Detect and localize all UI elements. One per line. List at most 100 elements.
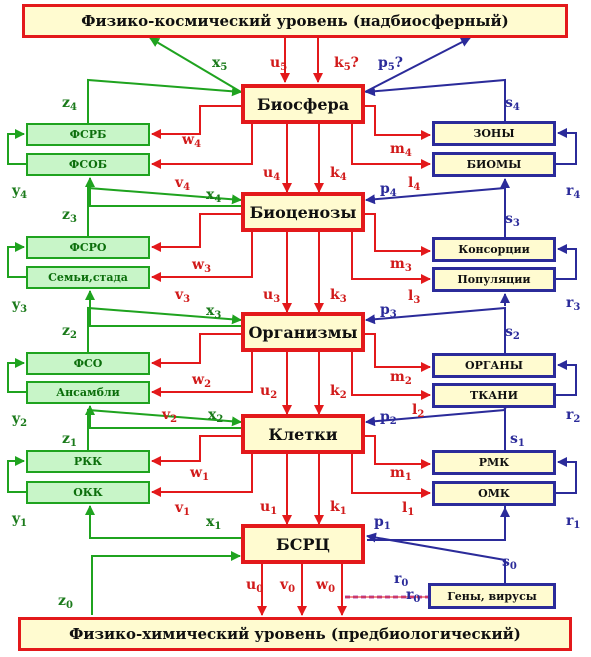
label-z2-symbol: z: [62, 323, 70, 339]
connector-31: [85, 405, 241, 429]
label-w4-symbol: w: [182, 132, 195, 148]
label-r1-symbol: r: [566, 513, 574, 529]
connector-27: [365, 333, 431, 372]
label-x2: x2: [208, 408, 223, 425]
left-box-fsro: ФСРО: [26, 236, 150, 259]
label-s1: s1: [510, 432, 525, 449]
label-v3: v3: [175, 288, 190, 305]
connector-48: [556, 457, 577, 494]
label-s2-symbol: s: [505, 324, 513, 340]
connector-32: [87, 306, 242, 352]
label-w1-index: 1: [202, 472, 210, 483]
left-box-okk-label: ОКК: [73, 486, 103, 499]
connector-28: [351, 352, 431, 400]
connector-46: [365, 408, 506, 450]
label-u2-symbol: u: [260, 383, 271, 399]
label-k1-index: 1: [339, 506, 347, 517]
connector-15: [365, 213, 431, 256]
label-k3: k3: [330, 288, 347, 305]
label-m3-index: 3: [404, 263, 412, 274]
label-x4-symbol: x: [206, 187, 215, 203]
connector-39: [365, 435, 431, 469]
right-box-omk-label: ОМК: [478, 487, 510, 500]
green-connectors: [7, 37, 242, 615]
right-box-consortia: Консорции: [432, 237, 556, 262]
core-cells-label: Клетки: [268, 424, 338, 444]
core-biosphere-label: Биосфера: [256, 94, 350, 114]
label-k2: k2: [330, 384, 347, 401]
label-l4: l4: [408, 176, 420, 193]
connector-44: [87, 408, 242, 450]
label-r4: r4: [566, 184, 580, 201]
label-l2-index: 2: [417, 409, 425, 420]
label-k2-symbol: k: [330, 383, 340, 399]
label-w2-index: 2: [204, 379, 212, 390]
connector-25: [151, 333, 241, 368]
right-box-genes-label: Гены, вирусы: [447, 589, 537, 603]
right-box-rmk-label: РМК: [478, 456, 510, 469]
label-x5: x5: [212, 56, 227, 73]
label-u3-index: 3: [273, 294, 281, 305]
label-r3-index: 3: [573, 302, 581, 313]
label-v0-symbol: v: [280, 577, 289, 593]
label-m3-symbol: m: [390, 256, 405, 272]
label-x1-index: 1: [214, 521, 222, 532]
label-p4-index: 4: [389, 188, 397, 199]
core-bsrc-label: БСРЦ: [276, 534, 330, 554]
label-y4-index: 4: [20, 190, 28, 201]
label-m4: m4: [390, 142, 412, 159]
label-y2-symbol: y: [12, 411, 21, 427]
label-y1-index: 1: [20, 518, 28, 529]
label-k5-symbol: k: [334, 55, 344, 71]
label-s1-index: 1: [517, 438, 525, 449]
label-u1-symbol: u: [260, 499, 271, 515]
label-w3: w3: [192, 258, 211, 275]
label-m4-symbol: m: [390, 141, 405, 157]
connector-13: [151, 213, 241, 252]
label-v1: v1: [175, 501, 190, 518]
label-k5: k5?: [334, 56, 359, 73]
label-z4-index: 4: [69, 102, 77, 113]
left-box-ensembles: Ансамбли: [26, 381, 150, 404]
label-x3: x3: [206, 304, 221, 321]
label-s0-symbol: s: [502, 554, 510, 570]
label-l4-symbol: l: [408, 175, 414, 191]
label-z3-symbol: z: [62, 207, 70, 223]
right-box-organs: ОРГАНЫ: [432, 353, 556, 378]
label-z0: z0: [58, 594, 73, 611]
label-u1-index: 1: [270, 506, 278, 517]
right-box-tissues: ТКАНИ: [432, 383, 556, 408]
label-p2-symbol: p: [380, 409, 390, 425]
label-w2: w2: [192, 373, 211, 390]
label-x5-index: 5: [220, 62, 228, 73]
connector-26: [151, 352, 253, 397]
level-bottom-box: Физико-химический уровень (предбиологиче…: [18, 617, 572, 651]
label-s3-index: 3: [512, 218, 520, 229]
label-p2-index: 2: [389, 416, 397, 427]
connector-52: [364, 37, 471, 93]
label-p3: p3: [380, 303, 397, 320]
label-w2-symbol: w: [192, 372, 205, 388]
label-m2-symbol: m: [390, 369, 405, 385]
label-s2-index: 2: [512, 331, 520, 342]
label-y3-symbol: y: [12, 297, 21, 313]
label-z1-index: 1: [69, 438, 77, 449]
label-z2-index: 2: [69, 330, 77, 341]
right-box-zones-label: ЗОНЫ: [473, 127, 515, 140]
label-w3-index: 3: [204, 264, 212, 275]
label-s4-symbol: s: [505, 95, 513, 111]
level-top-box: Физико-космический уровень (надбиосферны…: [22, 4, 568, 38]
label-p1-symbol: p: [374, 514, 384, 530]
left-box-fsrb: ФСРБ: [26, 123, 150, 146]
left-box-fsob-label: ФСОБ: [68, 158, 108, 171]
label-s3-symbol: s: [505, 211, 513, 227]
connector-16: [351, 232, 431, 284]
label-v2-symbol: v: [162, 407, 171, 423]
left-box-okk: ОКК: [26, 481, 150, 504]
label-k2-index: 2: [339, 390, 347, 401]
label-y4: y4: [12, 184, 27, 201]
core-organisms-label: Организмы: [248, 322, 358, 342]
label-m2-index: 2: [404, 376, 412, 387]
label-x4: x4: [206, 188, 221, 205]
